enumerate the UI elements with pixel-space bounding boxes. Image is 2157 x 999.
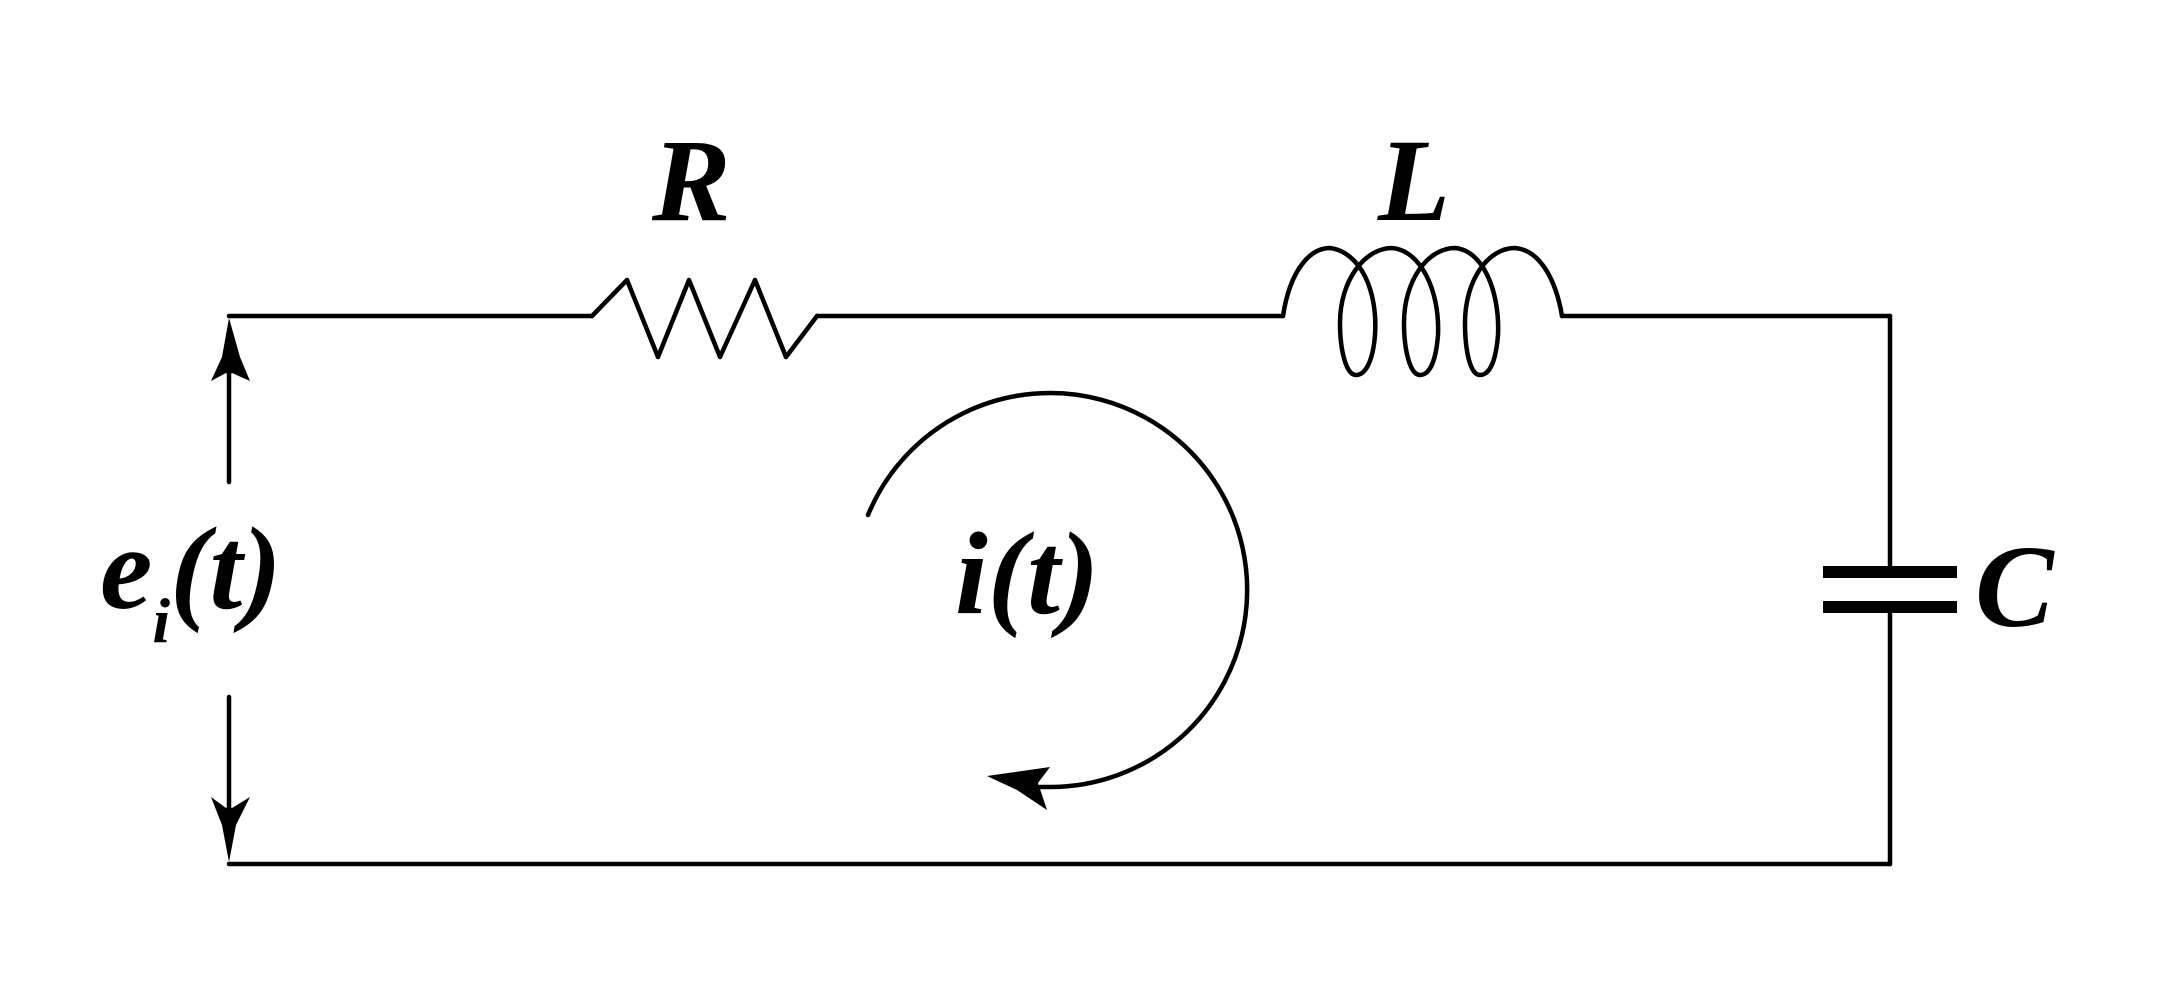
- source-voltage-label: ei(t): [100, 510, 282, 653]
- loop-current-symbol: i: [955, 508, 988, 639]
- loop-current-arc: [865, 390, 1250, 790]
- loop-current-label: i(t): [955, 515, 1099, 633]
- arrow-up-icon: [211, 318, 250, 381]
- source-voltage-subscript: i: [152, 585, 171, 656]
- arrow-left-icon: [987, 767, 1050, 810]
- resistor-symbol: [589, 277, 820, 360]
- loop-current-argument: (t): [987, 508, 1100, 639]
- resistor-label: R: [652, 115, 731, 246]
- source-voltage-symbol: e: [100, 503, 153, 634]
- inductor-label: L: [1378, 115, 1451, 246]
- capacitor-label: C: [1975, 521, 2054, 652]
- source-voltage-argument: (t): [170, 503, 282, 634]
- arrow-down-icon: [211, 797, 250, 862]
- inductor-symbol: [1280, 245, 1565, 378]
